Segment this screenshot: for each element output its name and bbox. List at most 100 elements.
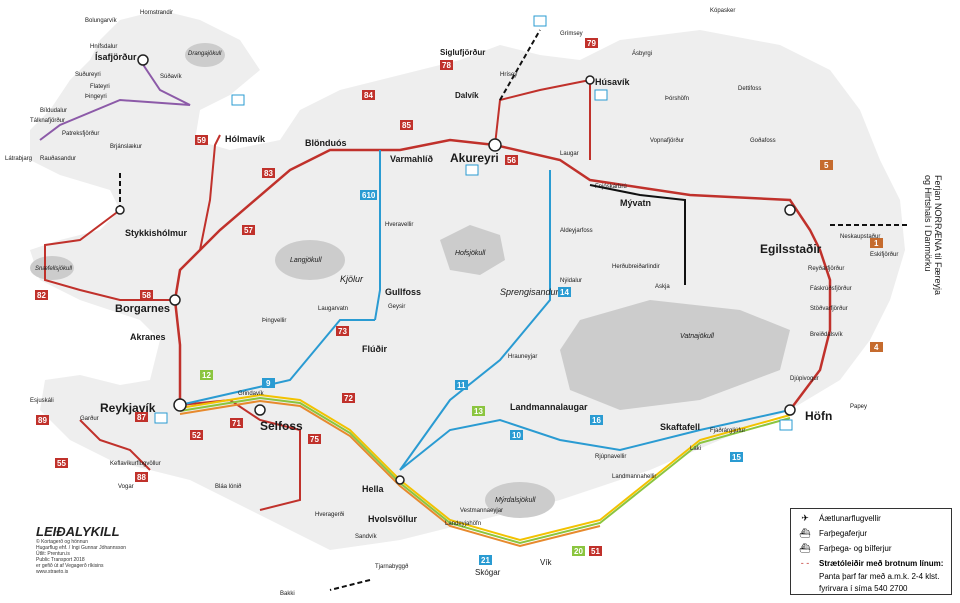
label-isafjordur: Ísafjörður (95, 52, 137, 62)
label-raudasandur: Rauðasandur (40, 155, 76, 162)
label-thingvellir: Þingvellir (262, 318, 286, 324)
badge-52-text: 52 (192, 431, 201, 440)
minor-labels: Hornstrandir Bolungarvík Hnífsdalur Súða… (5, 8, 898, 597)
airport-icon[interactable] (594, 89, 608, 101)
badge-1 (870, 238, 883, 248)
label-latrabjarg: Látrabjarg (5, 156, 32, 162)
badge-87 (135, 412, 148, 422)
label-varmahlid: Varmahlíð (390, 154, 434, 164)
badge-84 (362, 90, 375, 100)
badge-59-text: 59 (197, 136, 206, 145)
route-red-west (44, 209, 175, 301)
label-skogar: Skógar (475, 568, 501, 577)
label-reykjanesbaer: Garður (80, 415, 99, 422)
badge-82-text: 82 (37, 291, 46, 300)
badge-79 (585, 38, 598, 48)
badge-55 (55, 458, 68, 468)
hofsjokull-glacier (440, 225, 505, 275)
label-selfoss: Selfoss (260, 419, 303, 433)
label-fjadrargljufur: Rjúpnavellir (595, 454, 626, 460)
marker-reykjavik[interactable] (173, 398, 187, 412)
credit-line-6: www.straeto.is (36, 569, 69, 575)
marker-isafjordur[interactable] (137, 54, 149, 66)
airport-icon[interactable] (154, 412, 168, 424)
airport-icon[interactable] (231, 94, 245, 106)
badge-84-text: 84 (364, 91, 373, 100)
label-akureyri: Akureyri (450, 151, 499, 165)
legend-row: fyrirvara í síma 540 2700 (819, 584, 945, 593)
badge-89-text: 89 (38, 416, 47, 425)
label-aldeyjarfoss: Aldeyjarfoss (560, 228, 593, 234)
label-hrisey: Hrísey (500, 72, 517, 78)
label-godafoss: Laugar (560, 151, 579, 157)
label-bolungarvik: Bolungarvík (85, 18, 118, 24)
route-yellow-south (179, 393, 791, 542)
badge-20 (572, 546, 585, 556)
label-thingeyri: Þingeyri (85, 94, 107, 100)
norraena-ferry-text-1: Ferjan NORRÆNA til Færeyja (933, 175, 943, 295)
badge-5-text: 5 (824, 161, 829, 170)
label-kirkjubaejarklaustur: Landmannahellir (612, 474, 656, 480)
airport-icon: ✈ (801, 512, 809, 523)
label-bildudalur: Bíldudalur (40, 108, 67, 114)
airport-icon[interactable] (779, 419, 793, 431)
route-purple-westfjords (39, 59, 191, 141)
label-hofn: Höfn (805, 409, 832, 423)
airport-icon[interactable] (533, 15, 547, 27)
label-laugarvatn: Laugarvatn (318, 306, 348, 312)
route-badges: 79 78 84 85 59 83 57 58 82 56 610 14 5 1… (35, 38, 883, 565)
route-red-flight (79, 419, 151, 471)
label-vopnafjordur: Goðafoss (750, 137, 776, 144)
label-blonduos: Blönduós (305, 138, 347, 148)
ferry-line-vestmannaeyjar (329, 579, 371, 591)
legend-label: Farþegaferjur (819, 528, 868, 538)
badge-72-text: 72 (344, 394, 353, 403)
credit-line-3: Útlit: Prentun.is (36, 551, 70, 557)
badge-14-text: 14 (560, 288, 569, 297)
legend-label: Strætóleiðir með brotnum línum: (819, 558, 944, 568)
marker-stykkisholmur[interactable] (115, 205, 125, 215)
marker-borgarnes[interactable] (169, 294, 181, 306)
badge-10-text: 10 (512, 431, 521, 440)
badge-58 (140, 290, 153, 300)
route-blue-west (179, 319, 375, 406)
badge-85 (400, 120, 413, 130)
label-hella: Hella (362, 484, 385, 494)
marker-egilsstadir[interactable] (784, 204, 796, 216)
badge-56-text: 56 (507, 156, 516, 165)
legend-row: - - Strætóleiðir með brotnum línum: (797, 557, 945, 569)
map-legend: ✈ Áætlunarflugvellir ⛴ Farþegaferjur ⛴ F… (790, 508, 952, 595)
airport-icons (154, 15, 793, 431)
label-seljalandsfoss: Landeyjahöfn (445, 521, 481, 527)
label-patreksfjordur: Patreksfjörður (62, 130, 99, 137)
route-blue-sprengisandur (399, 170, 551, 471)
label-eskifjordur: Eskifjörður (870, 251, 898, 258)
label-jokulsarlon: Fjaðrárgljúfur (710, 427, 745, 434)
marker-selfoss[interactable] (254, 404, 266, 416)
marker-husavik[interactable] (585, 75, 595, 85)
marker-akureyri[interactable] (488, 138, 502, 152)
marker-hofn[interactable] (784, 404, 796, 416)
badge-83-text: 83 (264, 169, 273, 178)
legend-row: ⛴ Farþegaferjur (797, 527, 945, 539)
myrdalsjokull-glacier (485, 482, 555, 518)
label-neskaupstadur: Neskaupstaður (840, 233, 880, 240)
credit-line-4: Public Transport 2018 (36, 557, 85, 563)
norraena-ferry-text-2: og Hirtshals í Danmörku (923, 175, 933, 272)
label-akranes: Akranes (130, 332, 166, 342)
badge-55-text: 55 (57, 459, 66, 468)
label-grimsey: Grímsey (560, 31, 583, 37)
label-sudavik: Súðavík (160, 73, 183, 80)
marker-hella[interactable] (395, 475, 405, 485)
label-hofsjokull: Hofsjökull (455, 250, 486, 257)
badge-4-text: 4 (874, 343, 879, 352)
credit-line-2: Hugarflug ehf. / Ingi Gunnar Jóhannsson (36, 545, 127, 551)
badge-51-text: 51 (591, 547, 600, 556)
badge-78-text: 78 (442, 61, 451, 70)
label-stodvarfjordur: Stöðvarfjörður (810, 305, 848, 312)
badge-21-text: 21 (481, 556, 490, 565)
airport-icon[interactable] (465, 164, 479, 176)
label-langjokull: Langjökull (290, 257, 322, 264)
major-labels: Reykjavík Akureyri Egilsstaðir Selfoss H… (95, 48, 832, 577)
